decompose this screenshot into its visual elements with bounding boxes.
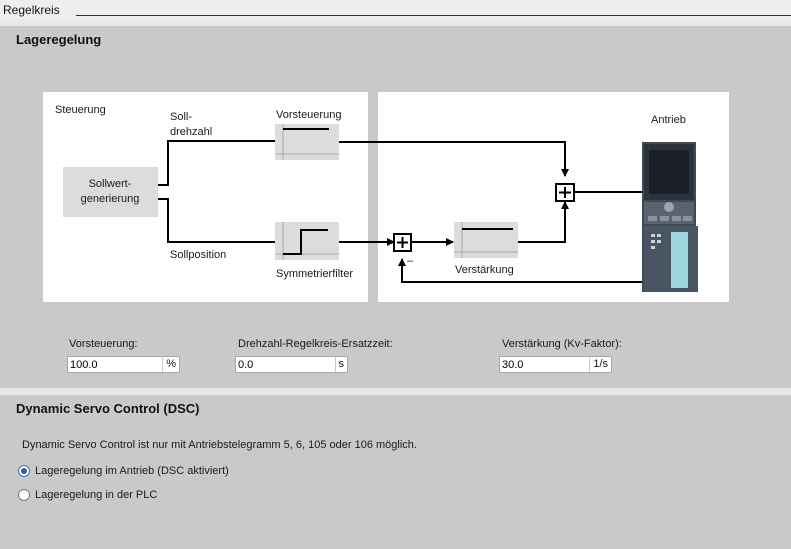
- radio-label-plc: Lageregelung in der PLC: [35, 489, 158, 501]
- symmetrierfilter-label: Symmetrierfilter: [276, 268, 353, 280]
- ersatzzeit-field-label: Drehzahl-Regelkreis-Ersatzzeit:: [238, 338, 393, 350]
- vorsteuerung-unit: %: [162, 357, 179, 372]
- sollposition-label: Sollposition: [170, 249, 226, 261]
- minus-sign: –: [407, 255, 414, 267]
- radio-label-dsc-antrieb: Lageregelung im Antrieb (DSC aktiviert): [35, 465, 229, 477]
- radio-button-unchecked[interactable]: [18, 489, 30, 501]
- control-loop-diagram: Steuerung Soll- drehzahl Sollwert- gener…: [43, 92, 729, 302]
- solldrehzahl-label-2: drehzahl: [170, 126, 212, 138]
- radio-option-plc[interactable]: Lageregelung in der PLC: [18, 489, 157, 501]
- vorsteuerung-field[interactable]: %: [67, 356, 180, 373]
- ersatzzeit-unit: s: [334, 357, 347, 372]
- vorsteuerung-field-label: Vorsteuerung:: [69, 338, 138, 350]
- feedback-path: [398, 258, 642, 283]
- kv-field-label: Verstärkung (Kv-Faktor):: [502, 338, 622, 350]
- dsc-section: Dynamic Servo Control (DSC) Dynamic Serv…: [0, 388, 791, 549]
- drive-device-illustration: [642, 142, 698, 292]
- solldrehzahl-line: [158, 140, 275, 186]
- kv-unit: 1/s: [589, 357, 611, 372]
- vorsteuerung-path: [339, 141, 569, 177]
- steuerung-label: Steuerung: [55, 104, 106, 116]
- verstaerkung-block: [454, 222, 518, 258]
- radio-button-checked[interactable]: [18, 465, 30, 477]
- verstaerkung-label: Verstärkung: [455, 264, 514, 276]
- lageregelung-title: Lageregelung: [16, 32, 102, 47]
- sollwert-label-2: generierung: [81, 193, 140, 205]
- vorsteuerung-input[interactable]: [70, 358, 160, 371]
- solldrehzahl-label-1: Soll-: [170, 111, 192, 123]
- sollwert-generierung-block: [63, 167, 158, 217]
- vorsteuerung-label: Vorsteuerung: [276, 109, 341, 121]
- title-rule: [76, 15, 791, 16]
- ersatzzeit-field[interactable]: s: [235, 356, 348, 373]
- dsc-note: Dynamic Servo Control ist nur mit Antrie…: [22, 439, 417, 451]
- dsc-title: Dynamic Servo Control (DSC): [16, 401, 200, 416]
- sollposition-line: [158, 198, 275, 243]
- kv-field[interactable]: 1/s: [499, 356, 612, 373]
- kv-input[interactable]: [502, 358, 587, 371]
- radio-option-dsc-antrieb[interactable]: Lageregelung im Antrieb (DSC aktiviert): [18, 465, 229, 477]
- antrieb-label: Antrieb: [651, 114, 686, 126]
- window-title: Regelkreis: [3, 3, 60, 17]
- sollwert-label-1: Sollwert-: [89, 178, 132, 190]
- ersatzzeit-input[interactable]: [238, 358, 333, 371]
- window-title-bar: Regelkreis: [0, 0, 791, 19]
